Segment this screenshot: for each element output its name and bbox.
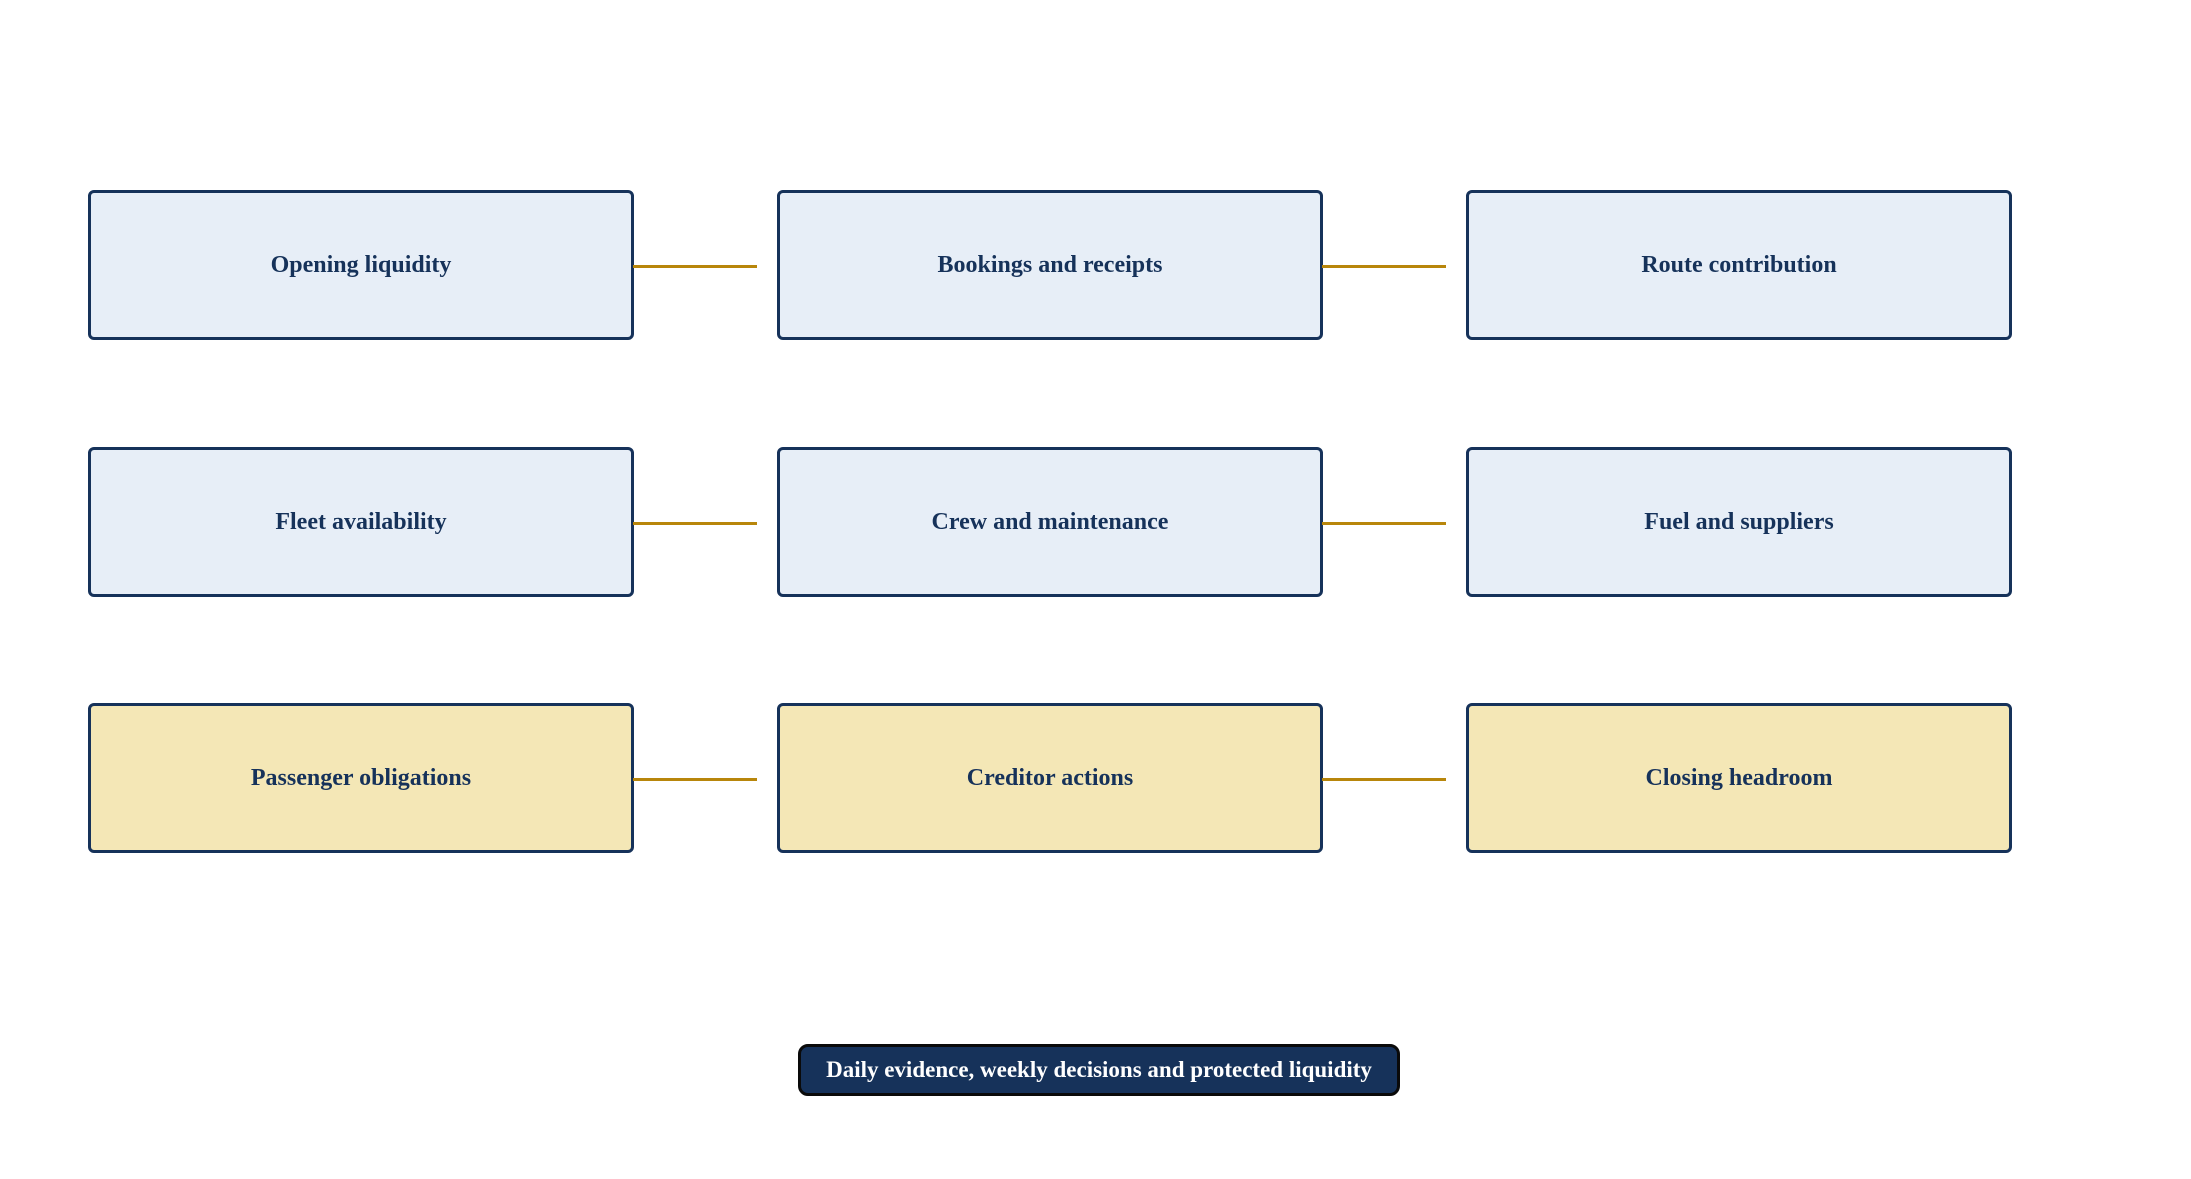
node-label: Route contribution bbox=[1641, 251, 1837, 278]
node-label: Fleet availability bbox=[275, 508, 447, 535]
node-label: Passenger obligations bbox=[250, 764, 472, 791]
node-opening-liquidity: Opening liquidity bbox=[88, 190, 634, 340]
connector-line bbox=[633, 522, 757, 525]
node-label: Opening liquidity bbox=[270, 251, 452, 278]
node-route-contribution: Route contribution bbox=[1466, 190, 2012, 340]
summary-badge: Daily evidence, weekly decisions and pro… bbox=[798, 1044, 1400, 1096]
node-label: Fuel and suppliers bbox=[1644, 508, 1834, 535]
node-label: Creditor actions bbox=[966, 764, 1134, 791]
node-bookings-and-receipts: Bookings and receipts bbox=[777, 190, 1323, 340]
connector-line bbox=[1322, 265, 1446, 268]
node-label: Closing headroom bbox=[1645, 764, 1833, 791]
node-closing-headroom: Closing headroom bbox=[1466, 703, 2012, 853]
node-passenger-obligations: Passenger obligations bbox=[88, 703, 634, 853]
node-label: Crew and maintenance bbox=[931, 508, 1169, 535]
node-creditor-actions: Creditor actions bbox=[777, 703, 1323, 853]
connector-line bbox=[1322, 778, 1446, 781]
node-fuel-and-suppliers: Fuel and suppliers bbox=[1466, 447, 2012, 597]
node-label: Bookings and receipts bbox=[937, 251, 1163, 278]
connector-line bbox=[1322, 522, 1446, 525]
node-fleet-availability: Fleet availability bbox=[88, 447, 634, 597]
node-crew-and-maintenance: Crew and maintenance bbox=[777, 447, 1323, 597]
summary-badge-label: Daily evidence, weekly decisions and pro… bbox=[826, 1057, 1372, 1082]
connector-line bbox=[633, 778, 757, 781]
connector-line bbox=[633, 265, 757, 268]
